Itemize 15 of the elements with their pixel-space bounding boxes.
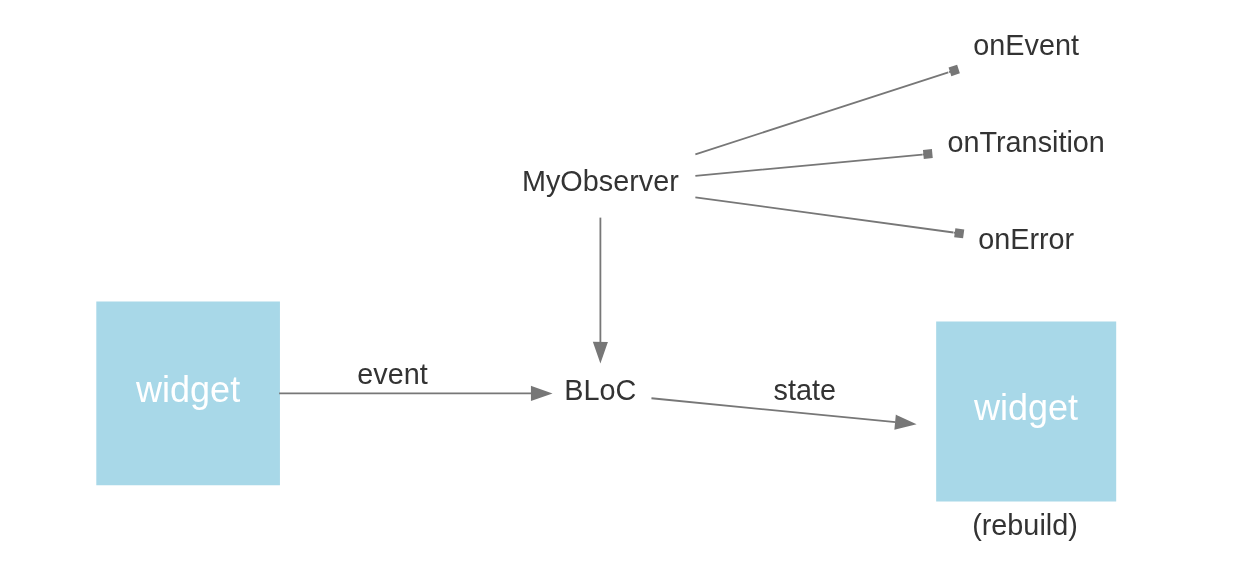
arrow (592, 216, 608, 364)
node-text: onError (977, 223, 1074, 256)
arrow (277, 385, 553, 401)
edge-label: event (356, 358, 428, 391)
node-box: widget (935, 321, 1116, 502)
node-text: onEvent (972, 28, 1079, 61)
arrow (650, 397, 917, 430)
connector (693, 149, 933, 177)
node-text: BLoC (563, 374, 636, 407)
node-label: (rebuild) (971, 509, 1078, 542)
node-box: widget (95, 301, 280, 486)
node-text: onTransition (946, 125, 1105, 158)
connector (693, 196, 964, 239)
edge-label: state (773, 374, 836, 407)
node-text: MyObserver (521, 165, 679, 198)
